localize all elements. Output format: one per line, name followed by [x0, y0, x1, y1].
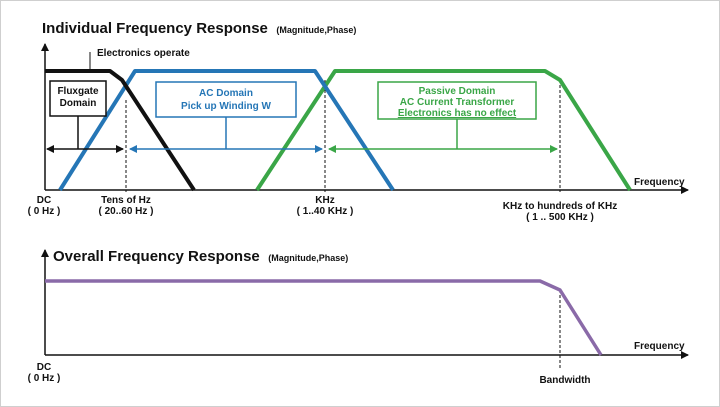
fluxgate-label-line2: Domain [60, 98, 97, 109]
overall-response-curve [45, 279, 603, 356]
top-tick-hundreds-khz-line2: ( 1 .. 500 KHz ) [526, 212, 594, 223]
top-tick-tens-hz-line1: Tens of Hz [101, 195, 151, 206]
top-title: Individual Frequency Response (Magnitude… [42, 20, 356, 37]
fluxgate-label-line1: Fluxgate [57, 86, 99, 97]
ac-domain-label-line2: Pick up Winding W [181, 101, 271, 112]
fluxgate-domain-box [49, 80, 107, 117]
bottom-frequency-label: Frequency [634, 341, 685, 352]
passive-domain-curve [255, 69, 632, 192]
passive-domain-label-line2: AC Current Transformer [400, 97, 515, 108]
top-tick-khz-line1: KHz [315, 195, 334, 206]
fluxgate-curve [45, 69, 196, 192]
bandwidth-label: Bandwidth [539, 375, 590, 386]
top-tick-khz-line2: ( 1..40 KHz ) [297, 206, 354, 217]
bottom-tick-dc-line2: ( 0 Hz ) [28, 373, 61, 384]
electronics-operate-label: Electronics operate [97, 48, 190, 59]
ac-domain-curve [58, 69, 395, 192]
ac-domain-box [155, 81, 297, 118]
top-tick-tens-hz-line2: ( 20..60 Hz ) [98, 206, 153, 217]
passive-domain-label-line1: Passive Domain [419, 86, 496, 97]
top-tick-hundreds-khz-line1: KHz to hundreds of KHz [503, 201, 617, 212]
top-tick-dc-line2: ( 0 Hz ) [28, 206, 61, 217]
bottom-title: Overall Frequency Response (Magnitude,Ph… [53, 248, 348, 265]
bottom-tick-dc-line1: DC [37, 362, 51, 373]
top-tick-dc-line1: DC [37, 195, 51, 206]
passive-domain-label-line3: Electronics has no effect [398, 108, 517, 119]
top-frequency-label: Frequency [634, 177, 685, 188]
ac-domain-label-line1: AC Domain [199, 88, 253, 99]
passive-domain-box [377, 81, 537, 120]
